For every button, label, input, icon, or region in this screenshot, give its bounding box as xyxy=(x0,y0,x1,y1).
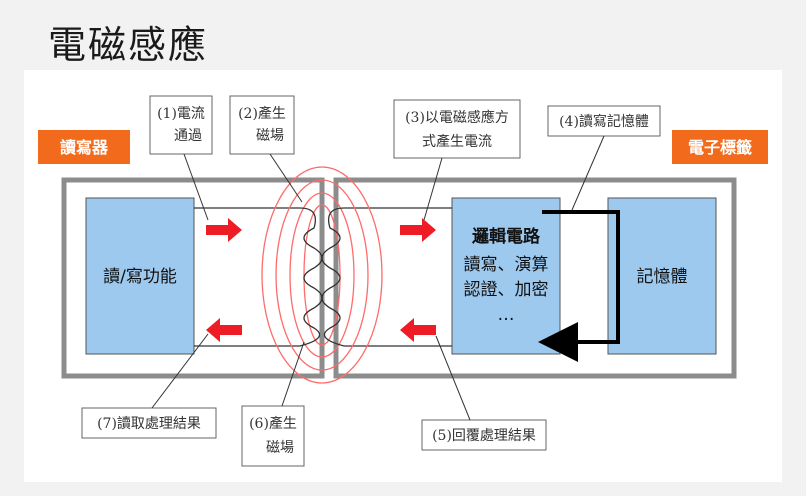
reader-tag: 讀寫器 xyxy=(38,130,130,164)
callout-4: (4)讀寫記憶體 xyxy=(547,105,661,211)
callout-6-line2: 磁場 xyxy=(266,440,294,456)
arrow-current-right-1 xyxy=(206,218,242,242)
callout-3: (3)以電磁感應方 式產生電流 xyxy=(393,99,521,221)
memory-label: 記憶體 xyxy=(637,267,688,287)
reader-tag-label: 讀寫器 xyxy=(60,138,109,157)
logic-label-2: 讀寫、演算 xyxy=(464,255,549,275)
arrow-current-left-1 xyxy=(206,318,242,342)
callout-6: (6)產生 磁場 xyxy=(241,341,305,467)
arrow-current-right-2 xyxy=(400,218,436,242)
reader-coil xyxy=(299,207,323,347)
memory-block: 記憶體 xyxy=(607,197,717,355)
tag-tag-label: 電子標籤 xyxy=(688,138,752,157)
slide-title: 電磁感應 xyxy=(48,23,209,67)
callout-7: (7)讀取處理結果 xyxy=(81,333,217,439)
callout-5-text: (5)回覆處理結果 xyxy=(432,428,536,444)
tag-coil xyxy=(321,207,345,347)
callout-1: (1)電流 通過 xyxy=(149,95,213,221)
diagram-panel: 讀寫器 電子標籤 讀/寫功能 邏輯電路 讀寫、演算 認證、加密 … 記憶體 xyxy=(24,70,782,482)
callout-1-line1: (1)電流 xyxy=(157,106,205,122)
callout-2-line1: (2)產生 xyxy=(238,105,286,122)
tag-frame xyxy=(333,177,737,379)
rfid-diagram: 讀寫器 電子標籤 讀/寫功能 邏輯電路 讀寫、演算 認證、加密 … 記憶體 xyxy=(38,95,768,467)
callout-3-line2: 式產生電流 xyxy=(422,133,492,150)
callout-4-text: (4)讀寫記憶體 xyxy=(559,113,649,130)
callout-3-line1: (3)以電磁感應方 xyxy=(405,109,509,126)
callout-7-text: (7)讀取處理結果 xyxy=(97,416,201,432)
callout-2: (2)產生 磁場 xyxy=(229,95,303,203)
callout-6-line1: (6)產生 xyxy=(249,415,297,432)
logic-label-4: … xyxy=(498,305,515,325)
callout-5: (5)回覆處理結果 xyxy=(421,335,547,451)
tag-tag: 電子標籤 xyxy=(672,130,768,164)
read-write-label: 讀/寫功能 xyxy=(103,267,177,287)
logic-label-3: 認證、加密 xyxy=(464,280,549,300)
callout-2-line2: 磁場 xyxy=(256,128,284,144)
magnetic-field xyxy=(261,166,383,384)
arrow-current-left-2 xyxy=(400,318,436,342)
callout-1-line2: 通過 xyxy=(174,128,202,144)
logic-label-1: 邏輯電路 xyxy=(472,226,541,247)
read-write-block: 讀/寫功能 xyxy=(85,197,195,355)
logic-block: 邏輯電路 讀寫、演算 認證、加密 … xyxy=(451,197,561,355)
memory-access-arrow xyxy=(538,210,620,362)
